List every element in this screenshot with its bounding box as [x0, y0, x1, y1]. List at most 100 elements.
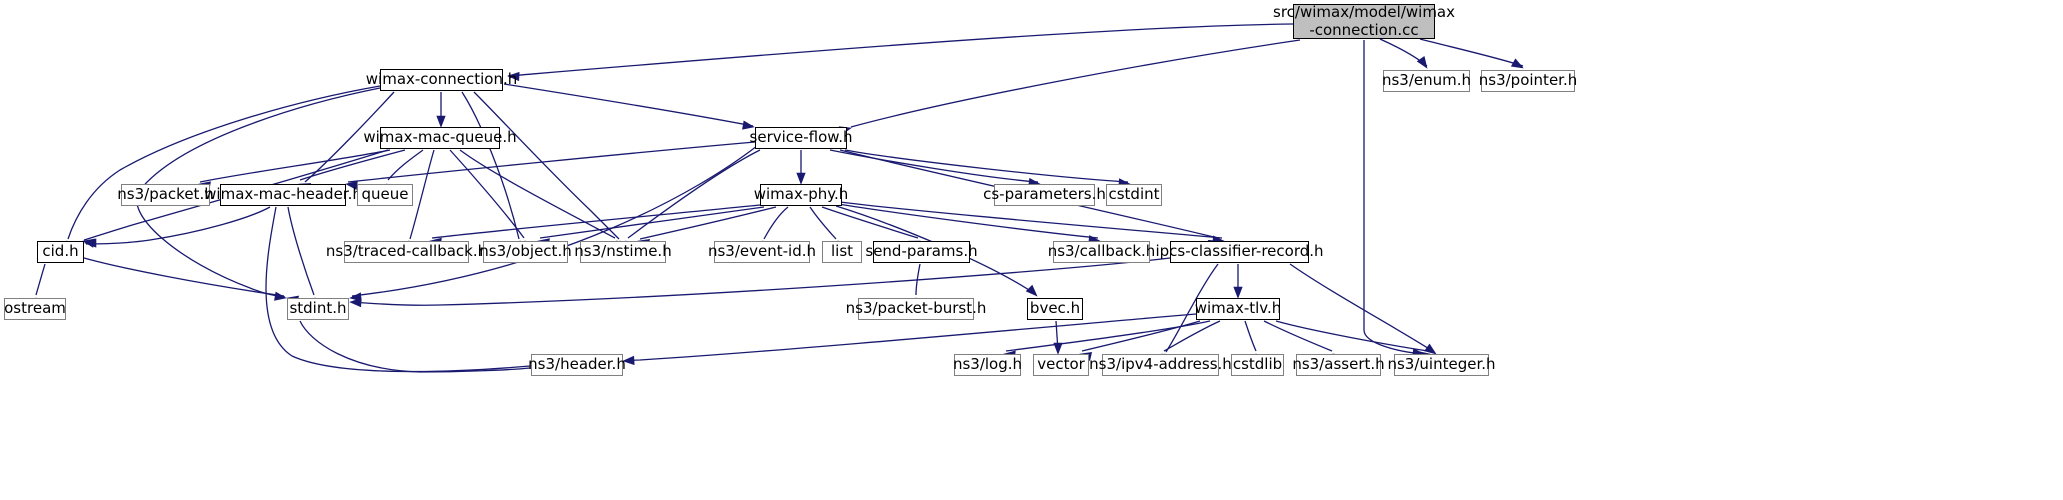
graph-node-wimax_tlv[interactable]: wimax-tlv.h	[1195, 298, 1281, 320]
graph-node-ostream[interactable]: ostream	[4, 298, 66, 320]
graph-node-label: queue	[361, 185, 409, 204]
graph-edge-arrow-service_flow-to-wimax_mac_header	[345, 180, 358, 191]
graph-node-cid[interactable]: cid.h	[37, 241, 84, 263]
graph-edge-service_flow-to-wimax_mac_header	[347, 141, 756, 183]
graph-node-label: wimax-connection.h	[365, 70, 518, 89]
graph-node-label: ns3/assert.h	[1292, 355, 1385, 374]
graph-node-label: cs-parameters.h	[983, 185, 1106, 204]
graph-edge-root-to-wimax_connection	[507, 23, 1294, 77]
graph-node-label: service-flow.h	[749, 128, 853, 147]
graph-edge-wimax_phy-to-ns3_event_id	[763, 206, 789, 240]
graph-edge-arrow-bvec-to-vector	[1053, 342, 1063, 355]
graph-edge-wimax_phy-to-ns3_callback	[837, 203, 1099, 239]
graph-node-wimax_phy[interactable]: wimax-phy.h	[754, 184, 848, 206]
graph-edge-wimax_mac_queue-to-ns3_nstime	[459, 149, 616, 239]
graph-node-ns3_assert[interactable]: ns3/assert.h	[1292, 354, 1385, 376]
graph-node-ns3_enum[interactable]: ns3/enum.h	[1382, 70, 1471, 92]
graph-node-label: ostream	[4, 299, 66, 318]
graph-edge-wimax_tlv-to-vector	[1081, 320, 1201, 352]
graph-edge-wimax_phy-to-ns3_nstime	[639, 206, 777, 240]
graph-node-wimax_mac_queue[interactable]: wimax-mac-queue.h	[363, 127, 517, 149]
graph-edge-wimax_phy-to-ns3_traced_callback	[431, 204, 761, 239]
graph-edge-service_flow-to-cstdint	[844, 149, 1129, 183]
graph-node-label: cstdint	[1108, 185, 1160, 204]
graph-node-stdint[interactable]: stdint.h	[287, 298, 349, 320]
graph-node-ns3_callback[interactable]: ns3/callback.h	[1048, 241, 1155, 263]
graph-node-ns3_object[interactable]: ns3/object.h	[479, 241, 572, 263]
graph-edge-wimax_mac_header-to-stdint	[287, 206, 315, 296]
graph-node-label: ns3/nstime.h	[574, 242, 672, 261]
graph-node-wimax_mac_header[interactable]: wimax-mac-header.h	[204, 184, 362, 206]
graph-edge-wimax_tlv-to-ns3_uinteger	[1275, 320, 1429, 352]
graph-edge-wimax_phy-to-ns3_object	[539, 206, 765, 239]
graph-edge-wimax_connection-to-wimax_mac_header	[304, 91, 395, 183]
graph-edge-wimax_tlv-to-ns3_assert	[1263, 320, 1333, 352]
graph-node-list[interactable]: list	[822, 241, 862, 263]
graph-edge-wimax_mac_header-to-ns3_header	[265, 206, 531, 373]
graph-node-vector[interactable]: vector	[1033, 354, 1089, 376]
graph-edge-wimax_mac_queue-to-wimax_mac_header	[299, 149, 406, 181]
graph-edge-arrow-wimax_tlv-to-ns3_header	[622, 355, 635, 366]
graph-node-ns3_ipv4_address[interactable]: ns3/ipv4-address.h	[1089, 354, 1232, 376]
graph-node-ns3_packet_burst[interactable]: ns3/packet-burst.h	[846, 298, 986, 320]
graph-node-label: ns3/header.h	[528, 355, 626, 374]
graph-node-wimax_connection[interactable]: wimax-connection.h	[366, 69, 517, 91]
graph-edge-wimax_mac_queue-to-ns3_packet	[199, 149, 391, 183]
graph-node-ns3_traced_callback[interactable]: ns3/traced-callback.h	[326, 241, 487, 263]
graph-node-cstdint[interactable]: cstdint	[1106, 184, 1162, 206]
graph-node-ipcs_classifier[interactable]: ipcs-classifier-record.h	[1155, 241, 1324, 263]
graph-node-ns3_header[interactable]: ns3/header.h	[528, 354, 626, 376]
graph-edge-arrow-root-to-wimax_connection	[507, 71, 520, 82]
graph-edge-arrow-root-to-ns3_enum	[1416, 56, 1428, 69]
graph-edge-wimax_phy-to-list	[809, 206, 837, 240]
graph-edge-wimax_connection-to-service_flow	[503, 83, 754, 127]
graph-node-label: ns3/enum.h	[1381, 71, 1472, 90]
graph-edge-service_flow-to-ns3_nstime	[627, 149, 761, 239]
graph-node-cstdlib[interactable]: cstdlib	[1231, 354, 1284, 376]
graph-edge-arrow-wimax_connection-to-service_flow	[742, 120, 755, 130]
graph-edge-arrow-ipcs_classifier-to-stdint	[349, 297, 362, 308]
graph-node-label: cstdlib	[1232, 355, 1283, 374]
graph-edge-arrow-cid-to-stdint	[274, 291, 287, 301]
graph-edge-wimax_tlv-to-ns3_ipv4_address	[1163, 320, 1221, 352]
graph-edge-wimax_connection-to-ns3_nstime	[473, 91, 620, 240]
graph-node-label: list	[830, 242, 854, 261]
graph-node-ns3_uinteger[interactable]: ns3/uinteger.h	[1387, 354, 1496, 376]
graph-node-label: ns3/object.h	[479, 242, 572, 261]
graph-node-bvec[interactable]: bvec.h	[1027, 298, 1083, 320]
graph-node-label: cid.h	[42, 242, 79, 261]
graph-node-root[interactable]: src/wimax/model/wimax -connection.cc	[1273, 4, 1455, 39]
graph-edge-wimax_connection-to-ns3_object	[461, 91, 520, 240]
graph-node-send_params[interactable]: send-params.h	[865, 241, 978, 263]
graph-node-label: ns3/pointer.h	[1478, 71, 1578, 90]
graph-node-ns3_event_id[interactable]: ns3/event-id.h	[708, 241, 816, 263]
graph-edge-wimax_mac_queue-to-ns3_object	[449, 149, 525, 239]
graph-node-ns3_log[interactable]: ns3/log.h	[953, 354, 1022, 376]
graph-node-label: ns3/log.h	[952, 355, 1023, 374]
graph-node-label: ns3/ipv4-address.h	[1089, 355, 1232, 374]
graph-node-ns3_nstime[interactable]: ns3/nstime.h	[574, 241, 672, 263]
graph-edge-wimax_connection-to-cid	[67, 85, 381, 240]
graph-node-label: ns3/traced-callback.h	[325, 242, 488, 261]
graph-edge-stdint-to-ns3_header	[299, 320, 531, 373]
graph-node-service_flow[interactable]: service-flow.h	[750, 127, 852, 149]
graph-edge-arrow-root-to-ns3_pointer	[1510, 58, 1524, 69]
graph-node-label: wimax-phy.h	[753, 185, 849, 204]
graph-node-ns3_packet[interactable]: ns3/packet.h	[117, 184, 214, 206]
graph-node-ns3_pointer[interactable]: ns3/pointer.h	[1479, 70, 1577, 92]
graph-edge-wimax_phy-to-send_params	[821, 206, 919, 239]
graph-node-queue[interactable]: queue	[357, 184, 413, 206]
graph-node-label: ns3/packet.h	[117, 185, 214, 204]
graph-node-label: bvec.h	[1029, 299, 1081, 318]
graph-node-cs_parameters[interactable]: cs-parameters.h	[983, 184, 1106, 206]
graph-edge-arrow-ipcs_classifier-to-ns3_uinteger	[1424, 343, 1437, 355]
graph-edge-root-to-ns3_pointer	[1419, 38, 1524, 67]
graph-node-label: ipcs-classifier-record.h	[1155, 242, 1324, 261]
graph-edge-cid-to-ostream	[35, 263, 46, 296]
graph-edge-wimax_tlv-to-ns3_log	[1005, 320, 1211, 352]
graph-edge-ipcs_classifier-to-ns3_uinteger	[1289, 263, 1435, 353]
graph-node-label: ns3/event-id.h	[707, 242, 817, 261]
graph-node-label: vector	[1037, 355, 1085, 374]
graph-edge-wimax_tlv-to-cstdlib	[1244, 320, 1257, 352]
